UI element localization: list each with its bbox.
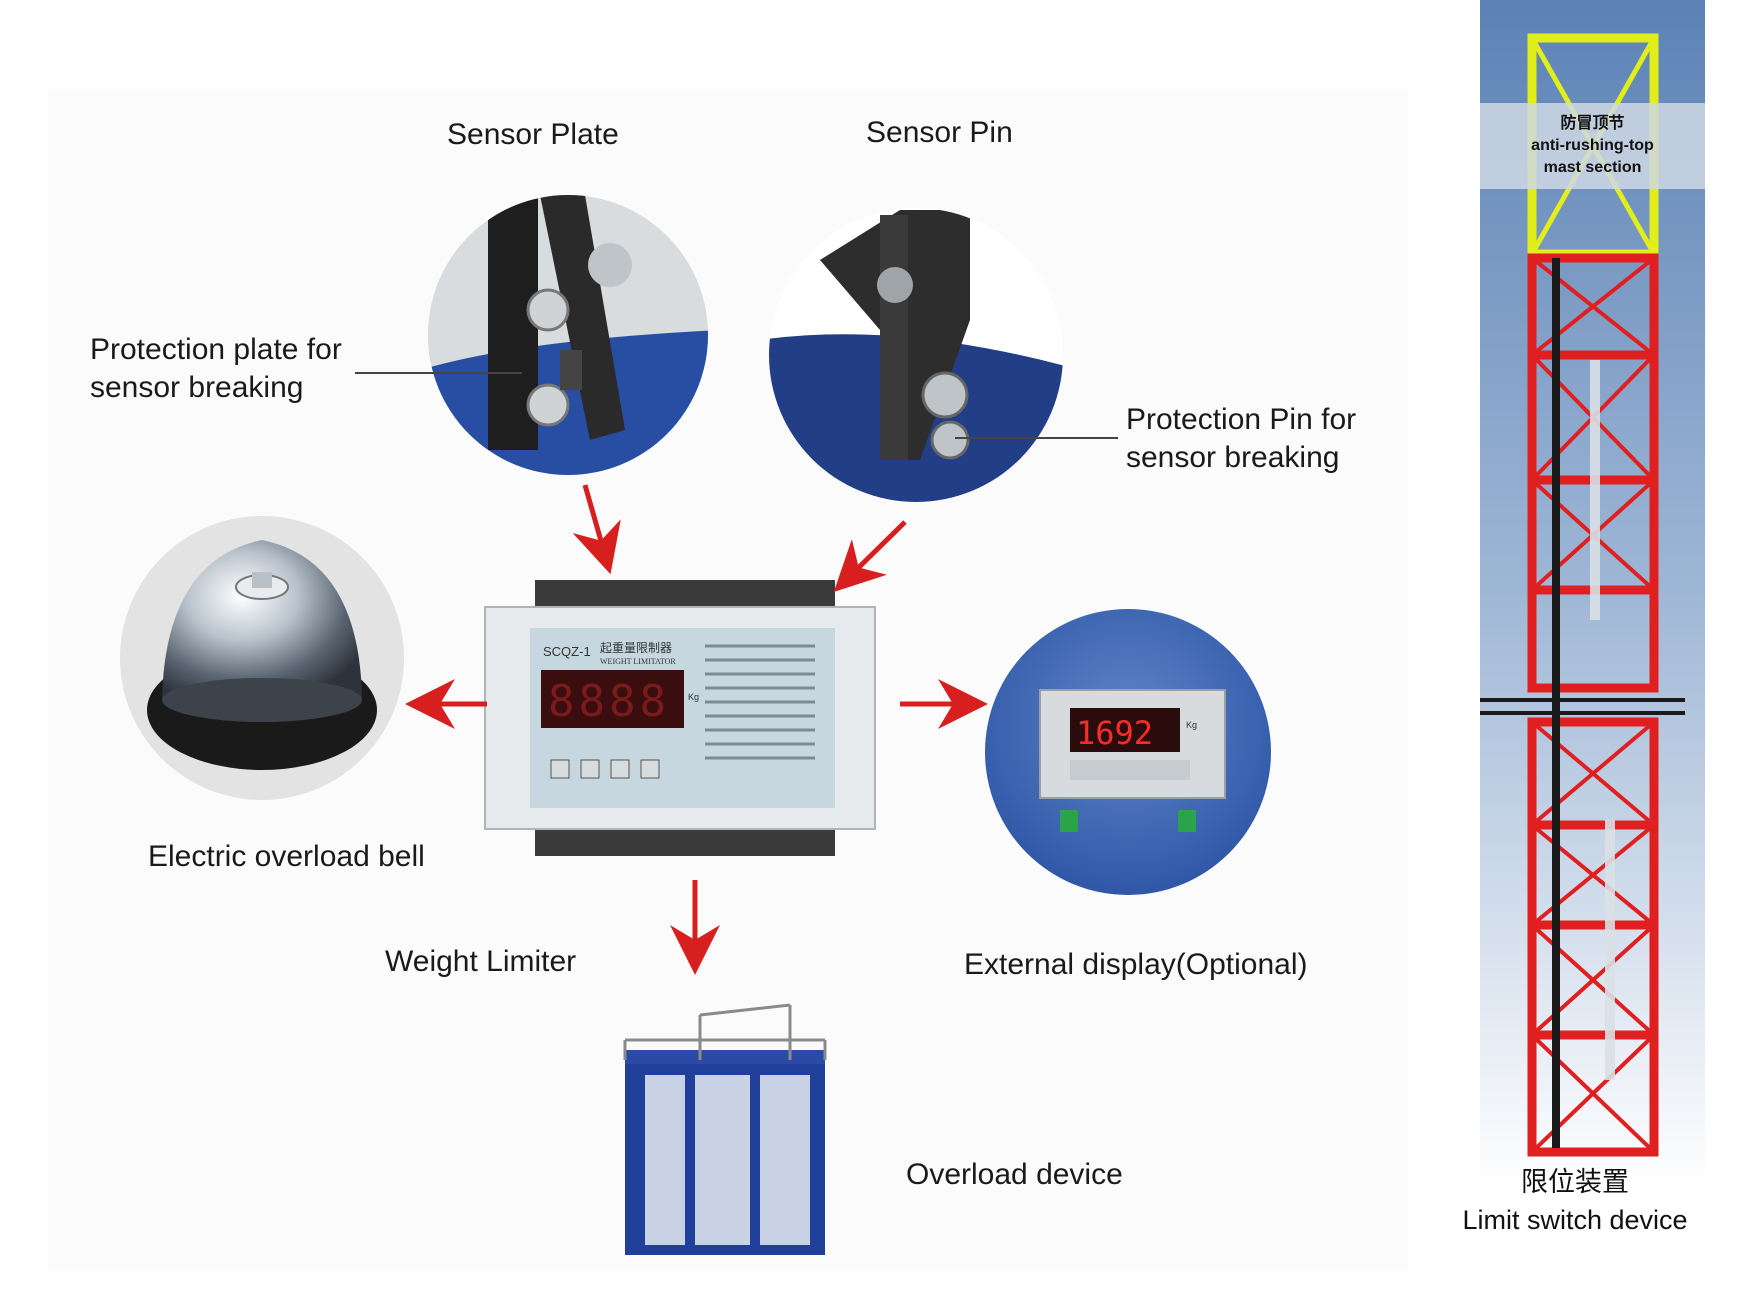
limit-switch-label-en: Limit switch device	[1462, 1205, 1688, 1235]
sensor-pin-image	[769, 208, 1063, 502]
external-display-image	[985, 609, 1271, 895]
anti-rushing-top-label-en2: mast section	[1543, 159, 1642, 176]
sensor-plate-image	[428, 195, 708, 475]
mast-tower-image	[1480, 0, 1705, 1190]
protection-plate-label-line2: sensor breaking	[90, 371, 304, 404]
protection-pin-label-line2: sensor breaking	[1126, 441, 1340, 474]
arrow-plate-to-controller	[572, 484, 621, 575]
arrow-pin-to-controller	[833, 520, 907, 593]
protection-pin-label: Protection Pin for sensor breaking	[1126, 401, 1356, 477]
weight-limiter-controller	[484, 580, 876, 856]
controller-unit: Kg	[688, 692, 699, 702]
anti-rushing-top-label-cn: 防冒顶节	[1560, 115, 1625, 132]
limit-switch-label: 限位装置 Limit switch device	[1430, 1163, 1720, 1239]
overload-device-label: Overload device	[906, 1158, 1123, 1191]
protection-plate-label-line1: Protection plate for	[90, 333, 342, 366]
external-display-unit: Kg	[1186, 720, 1197, 730]
arrows	[405, 484, 988, 975]
anti-rushing-top-label: 防冒顶节 anti-rushing-top mast section	[1480, 113, 1705, 179]
anti-rushing-top-label-en1: anti-rushing-top	[1531, 137, 1654, 154]
overload-bell-label: Electric overload bell	[148, 840, 425, 873]
protection-plate-label: Protection plate for sensor breaking	[90, 331, 342, 407]
controller-title-cn: 起重量限制器	[600, 641, 672, 655]
controller-model: SCQZ-1	[543, 644, 591, 659]
controller-display: 8888	[548, 676, 670, 727]
overload-device-image	[623, 1003, 827, 1255]
protection-pin-label-line1: Protection Pin for	[1126, 403, 1357, 436]
controller-title-en: WEIGHT LIMITATOR	[600, 657, 676, 666]
weight-limiter-label: Weight Limiter	[385, 945, 577, 978]
sensor-plate-label: Sensor Plate	[447, 118, 619, 151]
overload-bell-image	[120, 516, 404, 800]
external-display-label: External display(Optional)	[964, 948, 1308, 981]
limit-switch-label-cn: 限位装置	[1521, 1167, 1629, 1197]
external-display-value: 1692	[1076, 714, 1153, 752]
sensor-pin-label: Sensor Pin	[866, 116, 1013, 149]
